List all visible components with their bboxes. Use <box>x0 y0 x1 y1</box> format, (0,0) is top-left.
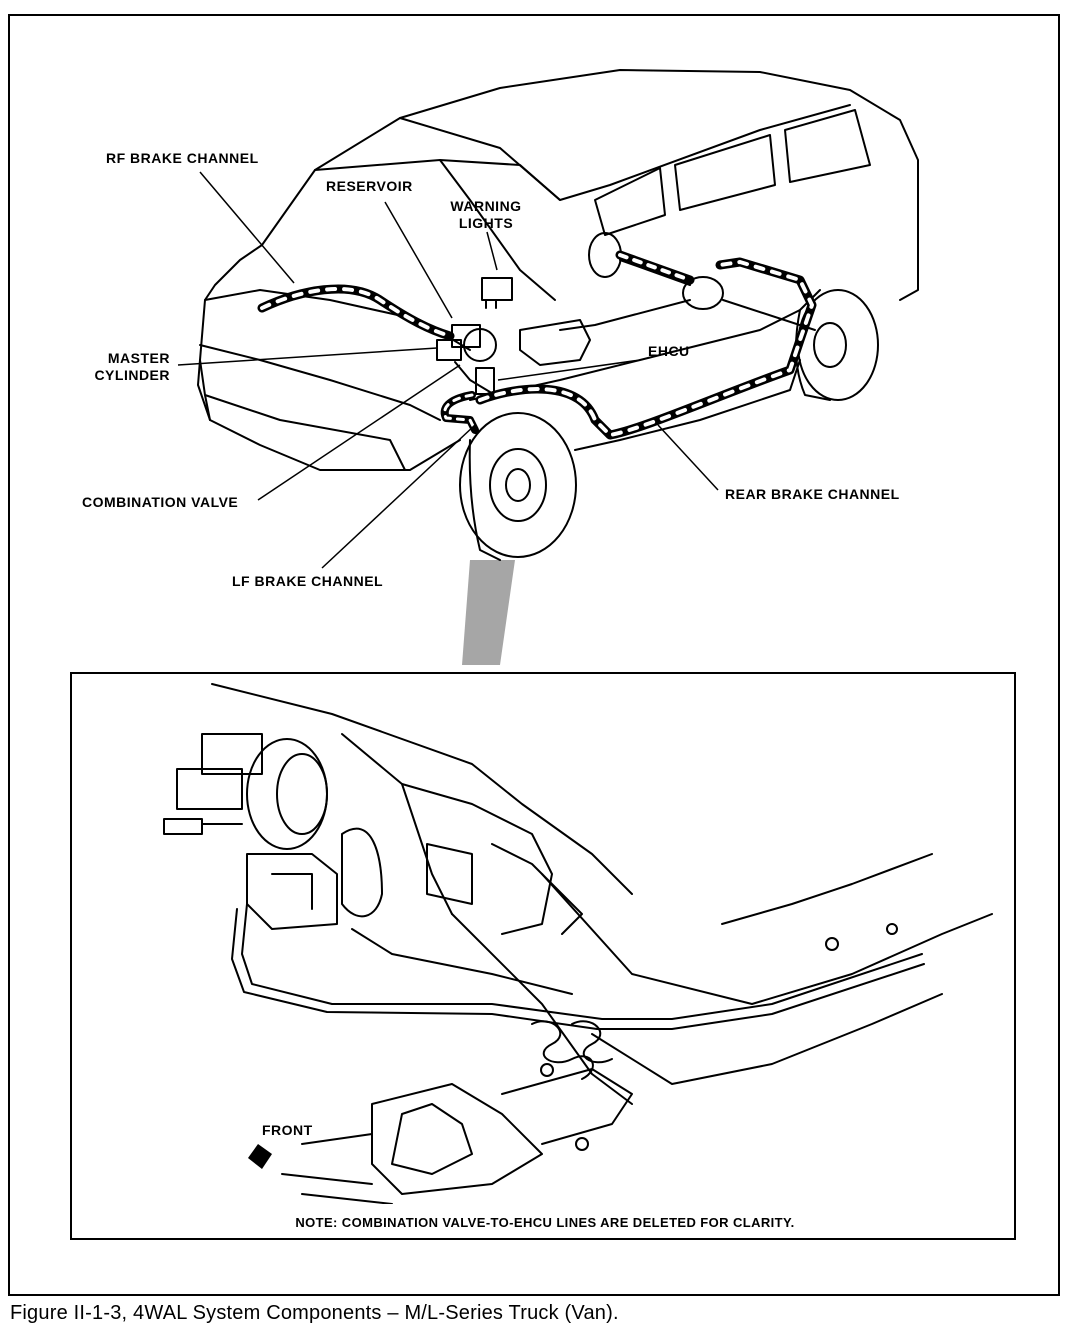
label-rear-brake-channel: REAR BRAKE CHANNEL <box>725 486 900 502</box>
inset-illustration <box>163 683 993 1204</box>
label-lf-brake-channel: LF BRAKE CHANNEL <box>232 573 384 589</box>
label-combination-valve: COMBINATION VALVE <box>82 494 239 510</box>
label-reservoir: RESERVOIR <box>326 178 413 194</box>
label-rf-brake-channel: RF BRAKE CHANNEL <box>106 150 259 166</box>
label-warning-lights: WARNING LIGHTS <box>450 198 522 231</box>
inset-note: NOTE: COMBINATION VALVE-TO-EHCU LINES AR… <box>295 1215 795 1230</box>
inset-detail: FRONT NOTE: COMBINATION VALVE-TO-EHCU LI… <box>70 672 1016 1240</box>
van-illustration <box>177 69 919 665</box>
label-ehcu: EHCU <box>648 343 690 359</box>
label-front: FRONT <box>262 1122 313 1138</box>
label-master-cylinder: MASTER CYLINDER <box>94 350 170 383</box>
figure-frame <box>8 14 1060 1296</box>
figure-caption: Figure II-1-3, 4WAL System Components – … <box>10 1302 619 1324</box>
